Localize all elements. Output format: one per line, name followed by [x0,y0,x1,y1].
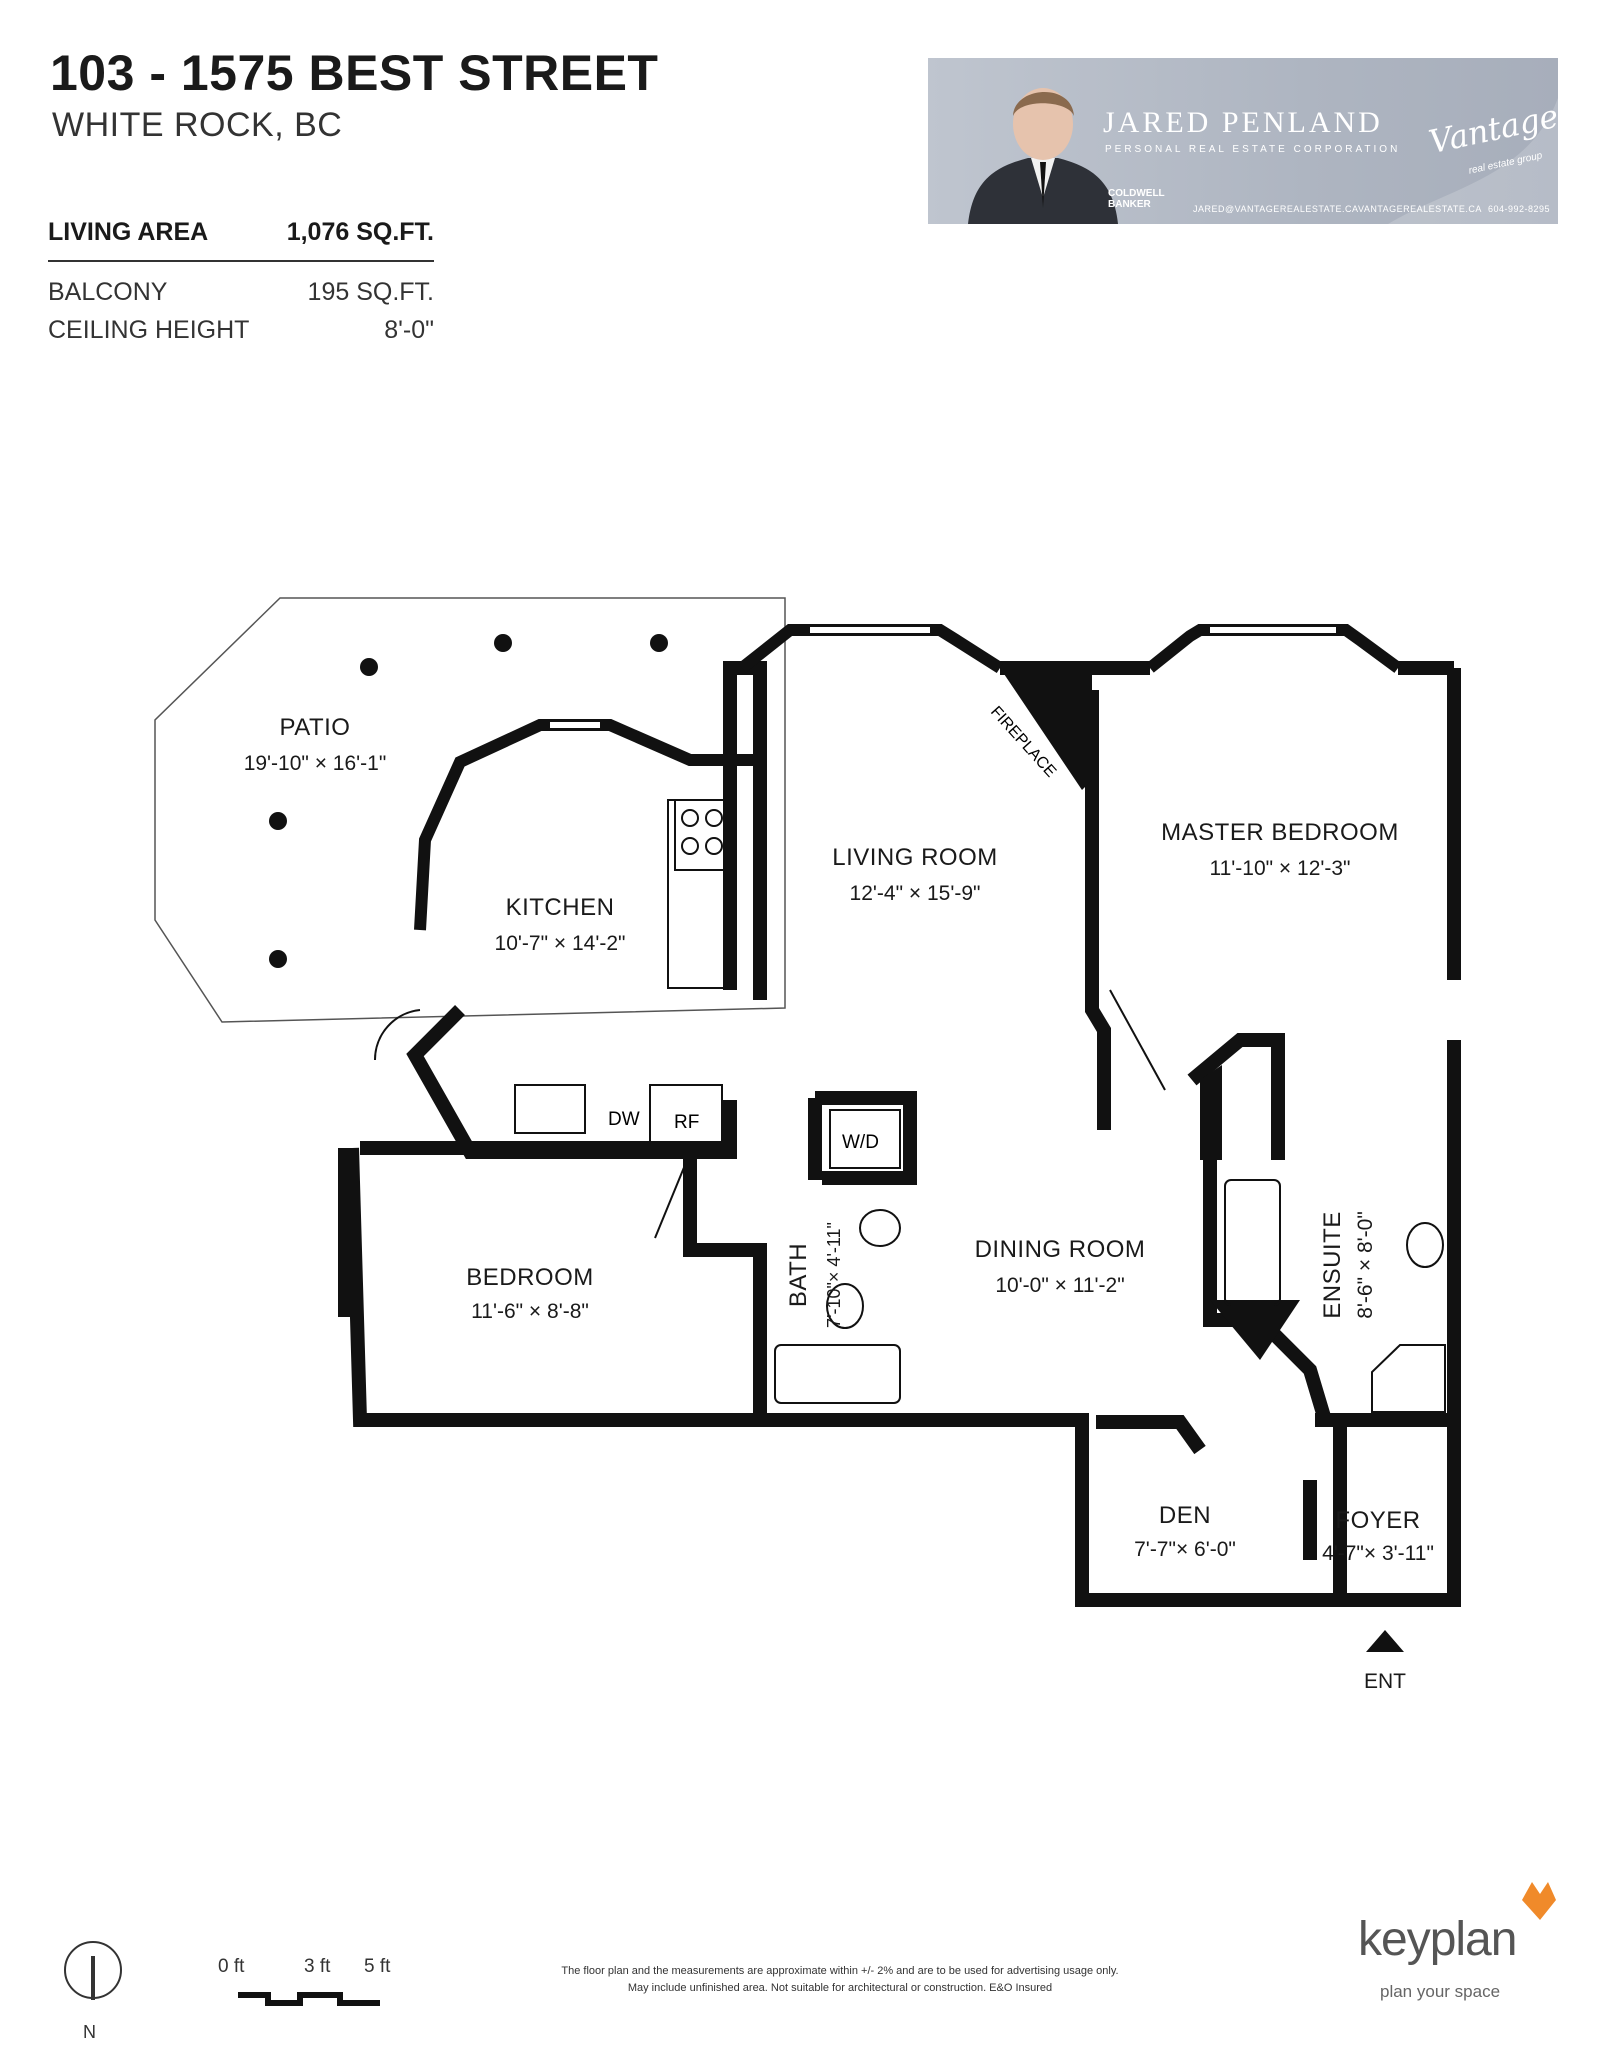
agent-name: JARED PENLAND [1103,106,1383,139]
room-dims-bath: 7'-10"× 4'-11" [824,1222,844,1328]
burner-icon [681,837,699,855]
agent-banner: JARED PENLAND PERSONAL REAL ESTATE CORPO… [928,58,1558,224]
burner-icon [681,809,699,827]
washer-dryer-box [829,1109,901,1169]
room-dims-ensuite: 8'-6" × 8'-0" [1354,1211,1377,1319]
room-label-ensuite: ENSUITE [1319,1211,1346,1319]
balcony-label: BALCONY [48,278,168,306]
room-label-kitchen: KITCHEN [506,894,615,921]
agent-photo [968,88,1558,224]
ceiling-label: CEILING HEIGHT [48,316,250,344]
scale-label-5: 5 ft [364,1956,391,1977]
living-area-value: 1,076 SQ.FT. [286,218,434,246]
shower-stall [1371,1344,1446,1413]
living-area-row: LIVING AREA 1,076 SQ.FT. [48,218,434,247]
room-dims-living: 12'-4" × 15'-9" [850,882,981,905]
room-dims-foyer: 4'-7"× 3'-11" [1322,1542,1434,1565]
scale-label-3: 3 ft [304,1956,331,1977]
ceiling-value: 8'-0" [384,316,434,344]
room-label-foyer: FOYER [1335,1507,1420,1534]
room-dims-bedroom: 11'-6" × 8'-8" [471,1300,589,1323]
burner-icon [705,809,723,827]
property-city: WHITE ROCK, BC [52,106,343,144]
agent-phone: 604-992-8295 [1488,204,1551,214]
room-dims-kitchen: 10'-7" × 14'-2" [495,932,626,955]
stove [674,799,731,871]
disclaimer-line-1: The floor plan and the measurements are … [561,1965,1119,1977]
room-label-living: LIVING ROOM [832,844,998,871]
room-label-bath: BATH [785,1243,812,1307]
master-door-swing [1109,989,1166,1091]
kitchen-sink [514,1084,586,1134]
agent-title: PERSONAL REAL ESTATE CORPORATION [1105,144,1401,155]
washer-dryer-label: W/D [842,1132,879,1153]
patio-post [269,812,287,830]
walls [338,661,1461,1607]
patio-post [650,634,668,652]
living-area-label: LIVING AREA [48,218,209,246]
room-dims-patio: 19'-10" × 16'-1" [244,752,387,775]
window-glass [550,627,1336,728]
disclaimer-line-2: May include unfinished area. Not suitabl… [627,1982,1053,1994]
property-address: 103 - 1575 BEST STREET [50,45,659,101]
bathtub [774,1344,901,1404]
keyplan-logo: keyplan [1358,1913,1517,1966]
keyplan-tagline: plan your space [1380,1982,1501,2001]
north-label: N [83,2022,96,2042]
dishwasher-label: DW [608,1109,640,1130]
room-label-den: DEN [1159,1502,1211,1529]
patio-post [360,658,378,676]
balcony-value: 195 SQ.FT. [307,278,434,306]
fridge-label: RF [674,1112,699,1133]
room-label-dining: DINING ROOM [975,1236,1146,1263]
room-dims-master: 11'-10" × 12'-3" [1209,857,1350,880]
fireplace-wedge [1000,668,1092,790]
patio-outline [154,597,786,1023]
entrance-label: ENT [1364,1670,1406,1693]
ceiling-row: CEILING HEIGHT 8'-0" [48,316,434,345]
room-dims-den: 7'-7"× 6'-0" [1134,1538,1236,1561]
disclaimer: The floor plan and the measurements are … [380,1963,1300,1997]
bath-sink [859,1209,901,1247]
patio-post [494,634,512,652]
balcony-row: BALCONY 195 SQ.FT. [48,278,434,307]
ensuite-sink [1406,1222,1444,1268]
stats-divider [48,260,434,262]
bedroom-door-swing [654,1164,686,1239]
patio-post [269,950,287,968]
room-label-master: MASTER BEDROOM [1161,819,1399,846]
agent-website: VANTAGEREALESTATE.CA [1358,204,1482,214]
scale-bar [238,1992,380,2006]
entrance-arrow-icon [1366,1630,1404,1652]
wall-wedge [1210,1300,1300,1360]
room-label-patio: PATIO [280,714,351,741]
brokerage-logo: COLDWELL BANKER [1108,188,1165,210]
keyplan-fox-icon [1522,1882,1556,1920]
ensuite-tub [1224,1179,1281,1306]
kitchen-counter [667,799,731,989]
agent-email: JARED@VANTAGEREALESTATE.CA [1193,204,1359,214]
burner-icon [705,837,723,855]
wall-wedge [1200,1065,1222,1160]
room-dims-dining: 10'-0" × 11'-2" [995,1274,1124,1297]
fridge-box [649,1084,723,1146]
scale-label-0: 0 ft [218,1956,245,1977]
room-label-bedroom: BEDROOM [466,1264,594,1291]
patio-door-swing [373,1009,421,1061]
toilet [826,1283,864,1329]
